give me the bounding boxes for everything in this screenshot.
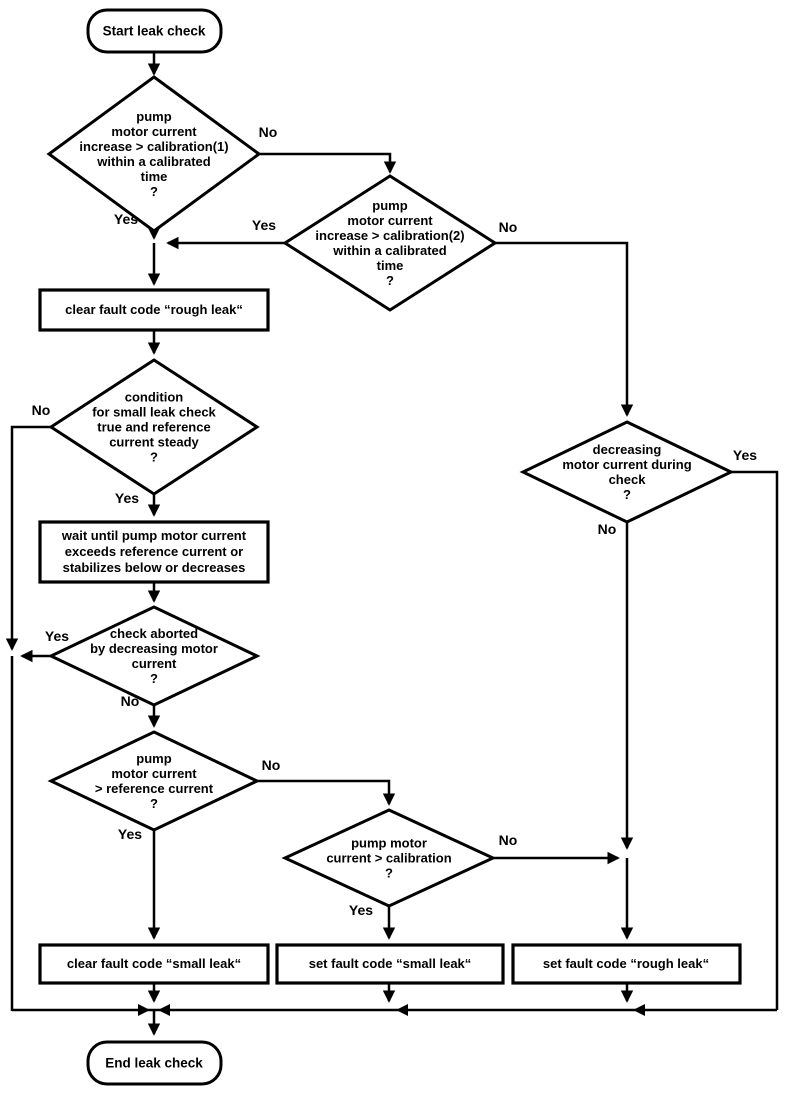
edge-condition-no <box>5 425 51 651</box>
edge-label-cal1-yes: Yes <box>113 211 139 227</box>
node-shapes <box>38 8 742 1086</box>
edge-label-cal2-yes: Yes <box>251 217 277 233</box>
edge-label-cal2-no: No <box>498 219 518 235</box>
edge-label-decreasing-yes: Yes <box>732 447 758 463</box>
clear-small-leak-label: clear fault code “small leak“ <box>66 956 242 971</box>
set-small-leak-label: set fault code “small leak“ <box>308 956 472 971</box>
check-aborted-label: check aborted by decreasing motor curren… <box>90 626 218 686</box>
start-node-label: Start leak check <box>102 23 206 39</box>
current-gt-calibration-label: pump motor current > calibration ? <box>326 835 452 881</box>
edge-decreasing-yes <box>731 470 779 1010</box>
wait-pump-current-label: wait until pump motor current exceeds re… <box>61 528 247 575</box>
small-leak-condition-diamond-shape <box>48 358 260 496</box>
edge-label-cal1-no: No <box>258 124 278 140</box>
start-terminator-shape <box>86 8 223 54</box>
set-rough-leak-shape <box>511 943 742 985</box>
decreasing-during-check-label: decreasing motor current during check ? <box>562 442 692 502</box>
clear-small-leak-shape <box>38 943 270 985</box>
clear-rough-leak-shape <box>38 288 270 332</box>
wait-pump-current-shape <box>38 520 270 584</box>
edge-cal2-no <box>495 241 634 417</box>
small-leak-condition-label: condition for small leak check true and … <box>92 389 216 465</box>
set-rough-leak-label: set fault code “rough leak“ <box>542 956 710 971</box>
edge-label-aborted-no: No <box>120 693 140 709</box>
edge-label-decreasing-no: No <box>597 521 617 537</box>
edge-reference-no <box>257 779 396 806</box>
junction-arrowheads <box>138 1004 645 1016</box>
edge-label-calibration-yes: Yes <box>348 902 374 918</box>
set-small-leak-shape <box>275 943 505 985</box>
check-cal2-label: pump motor current increase > calibratio… <box>315 198 465 288</box>
decreasing-during-check-diamond-shape <box>519 420 735 524</box>
edge-label-condition-no: No <box>31 402 51 418</box>
rail-arrow-left-icon <box>633 1004 645 1016</box>
edge-label-aborted-yes: Yes <box>44 628 70 644</box>
end-node-label: End leak check <box>105 1055 203 1071</box>
check-cal2-diamond-shape <box>282 174 498 312</box>
clear-rough-leak-label: clear fault code “rough leak“ <box>65 302 243 317</box>
check-aborted-diamond-shape <box>47 605 261 707</box>
check-cal1-diamond-shape <box>46 75 262 233</box>
current-gt-calibration-diamond-shape <box>281 808 497 908</box>
edge-label-calibration-no: No <box>498 832 518 848</box>
edge-label-reference-no: No <box>261 757 281 773</box>
rail-arrow-right-icon <box>138 1004 150 1016</box>
check-cal1-label: pump motor current increase > calibratio… <box>79 109 229 199</box>
edge-label-condition-yes: Yes <box>114 490 140 506</box>
edge-label-reference-yes: Yes <box>117 826 143 842</box>
current-gt-reference-diamond-shape <box>47 730 261 832</box>
rail-arrow-left-icon <box>158 1004 170 1016</box>
rail-arrow-left-icon <box>396 1004 408 1016</box>
current-gt-reference-label: pump motor current > reference current ? <box>94 751 214 811</box>
edge-cal1-no <box>259 152 397 174</box>
end-terminator-shape <box>86 1040 223 1086</box>
